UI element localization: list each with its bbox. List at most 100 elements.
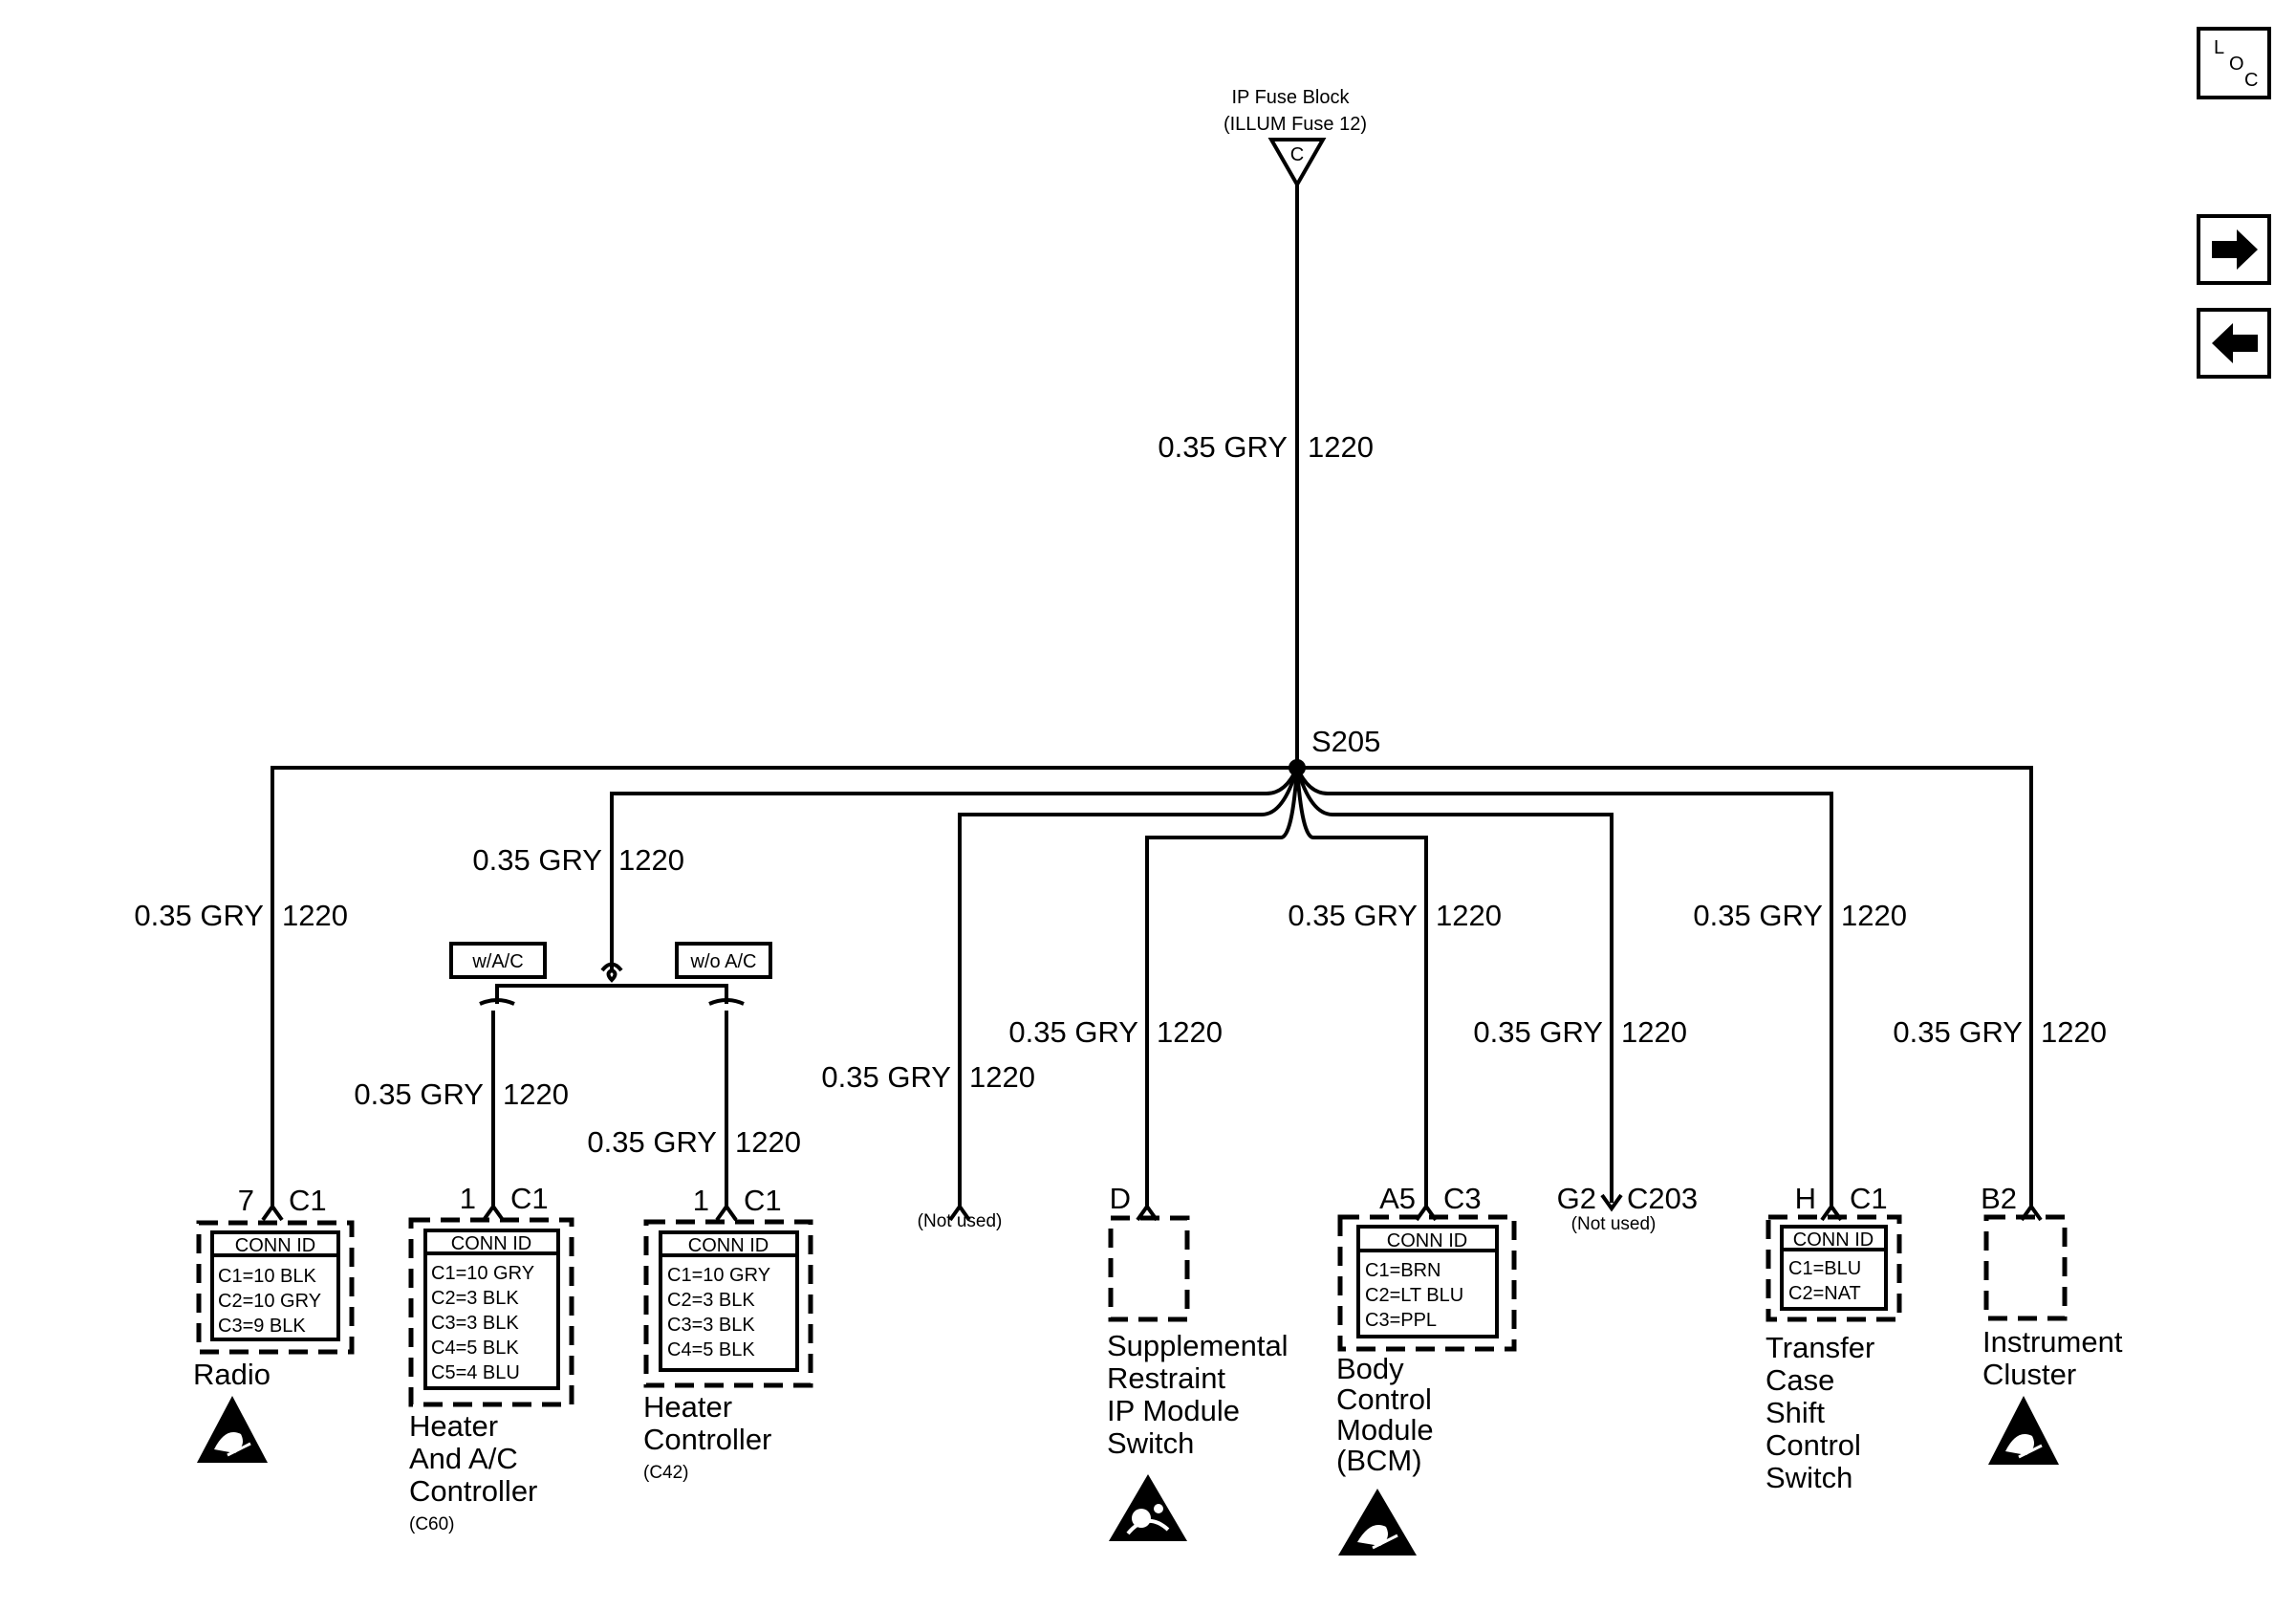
- transfer-name: Transfer: [1765, 1331, 1874, 1364]
- c203-wire-color: 0.35 GRY: [1473, 1015, 1603, 1049]
- hvac-branch-wire-circuit: 1220: [618, 843, 684, 877]
- location-button[interactable]: L O C: [2197, 27, 2271, 99]
- option-break-icon: [606, 968, 617, 983]
- cluster-component: Instrument Cluster: [1982, 1214, 2123, 1391]
- bcm-name: Module: [1336, 1413, 1434, 1447]
- bcm-conn-id-header: CONN ID: [1387, 1230, 1467, 1251]
- srs-name: Supplemental: [1107, 1329, 1289, 1362]
- hvac-ac-code: (C60): [409, 1514, 455, 1534]
- radio-conn-id-header: CONN ID: [235, 1235, 315, 1256]
- radio-conn-id-box: [210, 1230, 340, 1341]
- transfer-name: Shift: [1765, 1396, 1825, 1429]
- hvac-ac-conn-id-box: [423, 1229, 560, 1390]
- main-wire-color: 0.35 GRY: [1158, 430, 1288, 464]
- cluster-pin: B2: [1981, 1182, 2017, 1215]
- next-page-button[interactable]: [2197, 214, 2271, 285]
- srs-pin-icon: [1136, 1203, 1159, 1222]
- transfer-conn-id-line: C2=NAT: [1788, 1283, 1861, 1304]
- heater-outline: [643, 1219, 813, 1388]
- location-button-text: L: [2214, 37, 2224, 58]
- fuse-block-label: IP Fuse Block: [1231, 87, 1350, 108]
- option-break-right-icon: [708, 998, 745, 1006]
- bcm-outline: [1337, 1214, 1517, 1352]
- bcm-name: Control: [1336, 1382, 1432, 1416]
- next-page-button-frame: [2197, 214, 2271, 285]
- bcm-conn-id-line: C3=PPL: [1365, 1310, 1437, 1331]
- heater-conn-id-line: C4=5 BLK: [667, 1339, 755, 1360]
- transfer-outline: [1765, 1214, 1902, 1322]
- fuse-terminal-letter: C: [1290, 144, 1304, 165]
- location-button-frame: [2197, 27, 2271, 99]
- transfer-conn-id-header: CONN ID: [1793, 1229, 1874, 1251]
- transfer-pin: H: [1795, 1182, 1816, 1215]
- transfer-conn: C1: [1850, 1182, 1888, 1215]
- bcm-conn-id-line: C1=BRN: [1365, 1260, 1440, 1281]
- hvac-ac-name: Controller: [409, 1474, 537, 1508]
- transfer-conn-id-box: [1780, 1225, 1888, 1311]
- transfer-name: Switch: [1765, 1461, 1852, 1494]
- esd-warning-icon: [197, 1396, 268, 1463]
- splice-label: S205: [1311, 725, 1380, 758]
- transfer-name: Control: [1765, 1428, 1861, 1462]
- fuse-terminal-marker: [1267, 138, 1327, 189]
- not-used-wire-circuit: 1220: [969, 1060, 1035, 1094]
- hvac-ac-pin-icon: [482, 1203, 505, 1222]
- hvac-ac-conn-id-line: C2=3 BLK: [431, 1288, 519, 1309]
- radio-wire-circuit: 1220: [282, 899, 348, 932]
- hvac-ac-component: CONN ID C1=10 GRY C2=3 BLK C3=3 BLK C4=5…: [408, 1217, 574, 1534]
- with-ac-tag-text: w/A/C: [471, 951, 523, 972]
- cluster-name: Cluster: [1982, 1358, 2076, 1391]
- airbag-warning-icon: [1109, 1474, 1187, 1541]
- location-button-text: C: [2244, 70, 2258, 91]
- c203-pin-icon: [1600, 1193, 1623, 1212]
- esd-warning-icon: [1988, 1396, 2059, 1465]
- cluster-wire-circuit: 1220: [2041, 1015, 2107, 1049]
- radio-wire-color: 0.35 GRY: [134, 899, 264, 932]
- hvac-ac-name: And A/C: [409, 1442, 518, 1475]
- hvac-ac-conn: C1: [510, 1182, 549, 1215]
- without-ac-tag: [675, 942, 772, 979]
- hvac-ac-outline: [408, 1217, 574, 1407]
- heater-component: CONN ID C1=10 GRY C2=3 BLK C3=3 BLK C4=5…: [643, 1219, 813, 1483]
- radio-outline: [196, 1220, 355, 1355]
- bcm-conn-id-box: [1356, 1225, 1499, 1338]
- bcm-name: Body: [1336, 1352, 1404, 1385]
- option-break-left-icon: [479, 998, 515, 1006]
- c203-conn: C203: [1627, 1182, 1698, 1215]
- transfer-conn-id-line: C1=BLU: [1788, 1258, 1861, 1279]
- srs-name: IP Module: [1107, 1394, 1240, 1427]
- heater-wire-circuit: 1220: [735, 1125, 801, 1159]
- radio-pin-icon: [261, 1203, 284, 1222]
- hvac-ac-conn-id-line: C3=3 BLK: [431, 1313, 519, 1334]
- bcm-name: (BCM): [1336, 1444, 1422, 1477]
- without-ac-tag-text: w/o A/C: [690, 951, 757, 972]
- transfer-wire-color: 0.35 GRY: [1693, 899, 1823, 932]
- hvac-ac-name: Heater: [409, 1409, 498, 1443]
- previous-page-button[interactable]: [2197, 308, 2271, 379]
- heater-wire-color: 0.35 GRY: [587, 1125, 717, 1159]
- hvac-ac-wire-circuit: 1220: [503, 1077, 569, 1111]
- hvac-ac-conn-id-line: C5=4 BLU: [431, 1362, 520, 1383]
- bcm-wire-circuit: 1220: [1436, 899, 1502, 932]
- option-break-hook-icon: [600, 962, 623, 972]
- srs-wire-circuit: 1220: [1157, 1015, 1223, 1049]
- heater-code: (C42): [643, 1463, 689, 1483]
- hvac-ac-wire-color: 0.35 GRY: [354, 1077, 484, 1111]
- radio-pin: 7: [238, 1184, 254, 1217]
- fuse-label: (ILLUM Fuse 12): [1224, 114, 1367, 135]
- previous-page-button-frame: [2197, 308, 2271, 379]
- transfer-component: CONN ID C1=BLU C2=NAT Transfer Case Shif…: [1765, 1214, 1902, 1494]
- radio-name: Radio: [193, 1358, 271, 1391]
- c203-not-used-label: (Not used): [1571, 1214, 1657, 1234]
- outer-bus-wire: [271, 766, 2033, 1207]
- arrow-left-icon: [2212, 323, 2258, 363]
- esd-warning-icon: [1338, 1489, 1417, 1556]
- heater-name: Controller: [643, 1423, 771, 1456]
- c203-pin: G2: [1557, 1182, 1596, 1215]
- radio-conn: C1: [289, 1184, 327, 1217]
- heater-name: Heater: [643, 1390, 732, 1424]
- not-used-wire-color: 0.35 GRY: [821, 1060, 951, 1094]
- heater-conn-id-line: C1=10 GRY: [667, 1265, 770, 1286]
- transfer-wire-circuit: 1220: [1841, 899, 1907, 932]
